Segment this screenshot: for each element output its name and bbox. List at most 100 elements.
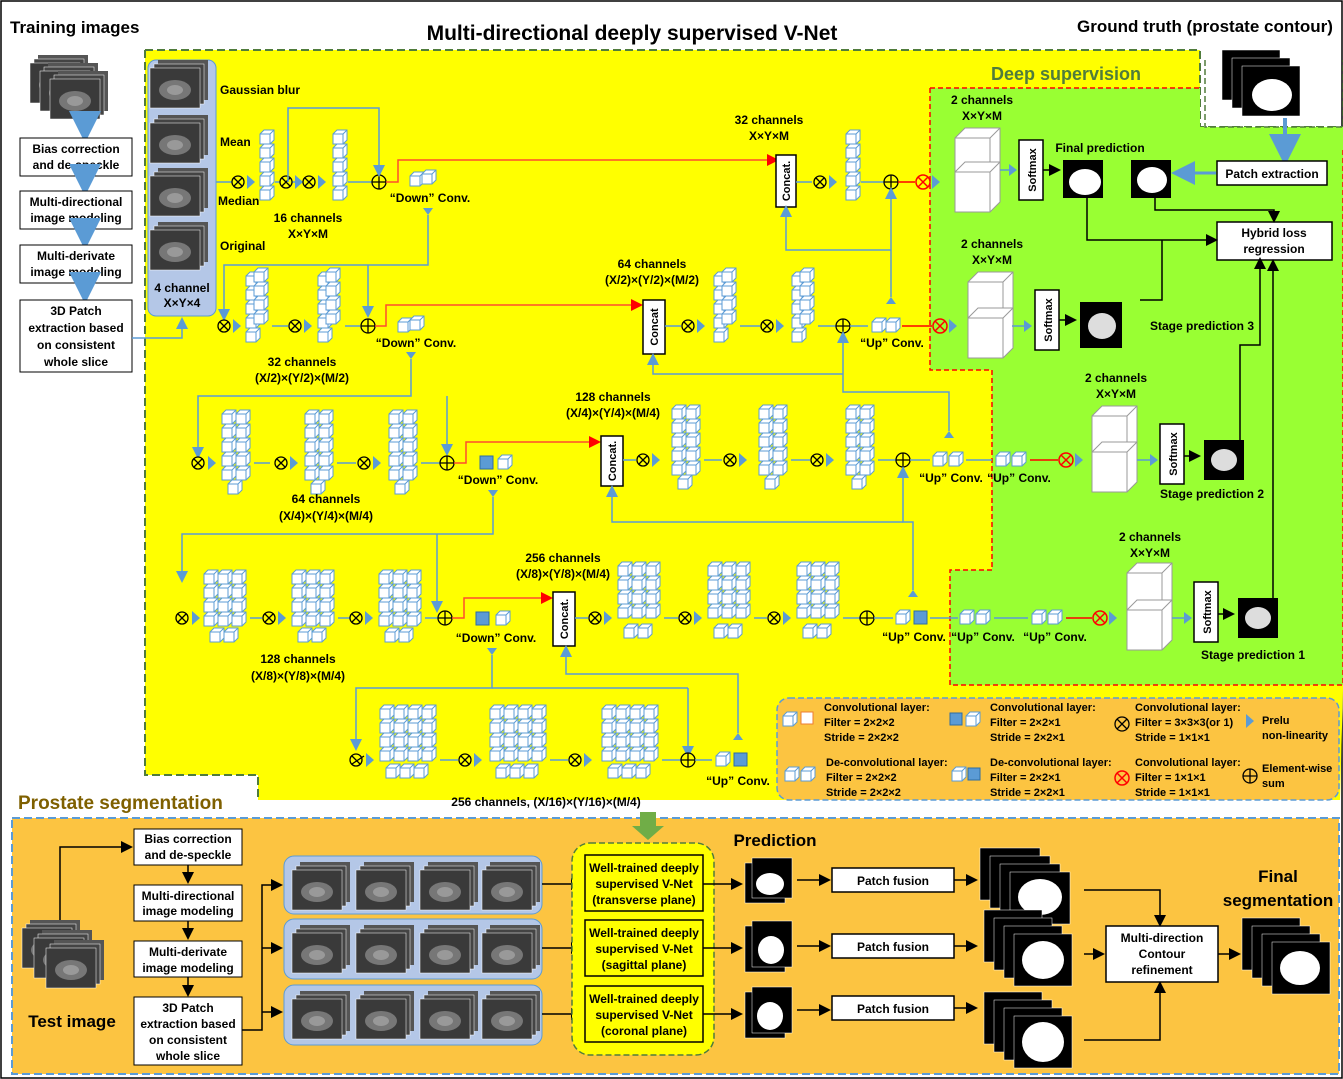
svg-text:X×Y×M: X×Y×M [962,109,1002,123]
diagram-title: Multi-directional deeply supervised V-Ne… [427,22,838,45]
svg-text:and de-speckle: and de-speckle [145,848,232,862]
svg-text:Patch fusion: Patch fusion [857,874,929,888]
svg-text:64 channels: 64 channels [292,492,361,506]
svg-text:Concat.: Concat. [781,161,793,201]
svg-text:image modeling: image modeling [30,265,121,279]
svg-text:Concat: Concat [649,308,661,346]
training-images-label: Training images [10,18,139,37]
svg-text:Element-wise: Element-wise [1262,763,1332,775]
svg-text:X×Y×M: X×Y×M [288,227,328,241]
svg-text:(X/4)×(Y/4)×(M/4): (X/4)×(Y/4)×(M/4) [566,406,660,420]
svg-text:“Down” Conv.: “Down” Conv. [390,191,470,205]
patch-extraction-label: Patch extraction [1225,167,1318,181]
svg-text:“Down” Conv.: “Down” Conv. [458,473,538,487]
svg-text:Well-trained deeply: Well-trained deeply [589,926,699,940]
svg-text:Stride = 1×1×1: Stride = 1×1×1 [1135,787,1210,799]
svg-text:Convolutional layer:: Convolutional layer: [1135,702,1241,714]
svg-text:X×Y×M: X×Y×M [749,129,789,143]
svg-text:Bias correction: Bias correction [32,142,119,156]
svg-text:whole slice: whole slice [155,1049,220,1063]
svg-text:Filter = 2×2×2: Filter = 2×2×2 [824,717,895,729]
svg-text:4 channel: 4 channel [154,281,209,295]
deep-supervision-label: Deep supervision [991,64,1141,84]
svg-text:Filter = 1×1×1: Filter = 1×1×1 [1135,772,1206,784]
svg-text:(X/4)×(Y/4)×(M/4): (X/4)×(Y/4)×(M/4) [279,509,373,523]
ground-truth-label: Ground truth (prostate contour) [1077,17,1333,36]
svg-text:Multi-directional: Multi-directional [30,195,123,209]
svg-text:32 channels: 32 channels [735,113,804,127]
svg-text:“Up” Conv.: “Up” Conv. [987,471,1051,485]
svg-text:3D Patch: 3D Patch [50,304,101,318]
transverse-images-panel [284,856,542,914]
svg-text:extraction based: extraction based [140,1017,235,1031]
final-segmentation-label-2: segmentation [1223,891,1334,910]
svg-text:supervised V-Net: supervised V-Net [595,1008,692,1022]
svg-text:supervised V-Net: supervised V-Net [595,942,692,956]
svg-text:Filter = 2×2×2: Filter = 2×2×2 [826,772,897,784]
svg-text:“Down” Conv.: “Down” Conv. [376,336,456,350]
svg-text:X×Y×M: X×Y×M [1130,546,1170,560]
svg-text:2 channels: 2 channels [951,93,1013,107]
svg-text:Convolutional layer:: Convolutional layer: [1135,757,1241,769]
svg-text:Convolutional layer:: Convolutional layer: [824,702,930,714]
svg-text:Stride = 2×2×1: Stride = 2×2×1 [990,787,1065,799]
svg-text:Softmax: Softmax [1027,147,1039,191]
trained-vnet-group: Well-trained deeply supervised V-Net (tr… [572,843,714,1055]
svg-text:256 channels: 256 channels [525,551,601,565]
svg-text:Stride = 2×2×1: Stride = 2×2×1 [990,732,1065,744]
fused-stacks [980,848,1072,1068]
svg-text:Multi-directional: Multi-directional [142,889,235,903]
svg-text:“Up” Conv.: “Up” Conv. [860,336,924,350]
svg-text:“Up” Conv.: “Up” Conv. [882,630,946,644]
svg-text:on consistent: on consistent [149,1033,227,1047]
svg-text:Softmax: Softmax [1168,431,1180,475]
svg-text:“Up” Conv.: “Up” Conv. [706,774,770,788]
svg-text:Stride = 1×1×1: Stride = 1×1×1 [1135,732,1210,744]
svg-text:Filter = 2×2×1: Filter = 2×2×1 [990,717,1061,729]
svg-text:Concat.: Concat. [559,599,571,639]
svg-text:Well-trained deeply: Well-trained deeply [589,992,699,1006]
legend: Convolutional layer: Filter = 2×2×2 Stri… [777,698,1339,800]
final-segmentation-label-1: Final [1258,867,1298,886]
svg-text:Patch fusion: Patch fusion [857,940,929,954]
svg-text:X×Y×4: X×Y×4 [164,296,201,310]
ground-truth-stack [1222,50,1300,116]
svg-text:Stage prediction 2: Stage prediction 2 [1160,487,1264,501]
svg-text:Multi-derivate: Multi-derivate [149,945,227,959]
svg-text:16 channels: 16 channels [274,211,343,225]
svg-text:(X/2)×(Y/2)×(M/2): (X/2)×(Y/2)×(M/2) [605,273,699,287]
median-label: Median [218,194,259,208]
svg-text:“Up” Conv.: “Up” Conv. [951,630,1015,644]
svg-text:2 channels: 2 channels [961,237,1023,251]
prostate-segmentation-label: Prostate segmentation [18,793,223,814]
svg-text:Stage prediction 3: Stage prediction 3 [1150,319,1254,333]
svg-text:“Up” Conv.: “Up” Conv. [919,471,983,485]
svg-text:32 channels: 32 channels [268,355,337,369]
svg-text:image modeling: image modeling [30,211,121,225]
svg-text:Softmax: Softmax [1043,297,1055,341]
svg-text:(sagittal plane): (sagittal plane) [602,958,687,972]
svg-text:extraction based: extraction based [28,321,123,335]
svg-text:3D Patch: 3D Patch [162,1001,213,1015]
prediction-label: Prediction [733,831,816,850]
training-images-stack [30,55,108,119]
svg-text:Multi-derivate: Multi-derivate [37,249,115,263]
svg-text:(X/2)×(Y/2)×(M/2): (X/2)×(Y/2)×(M/2) [255,371,349,385]
svg-text:Hybrid loss: Hybrid loss [1241,226,1307,240]
svg-text:Stride = 2×2×2: Stride = 2×2×2 [824,732,899,744]
svg-text:64 channels: 64 channels [618,257,687,271]
svg-text:supervised V-Net: supervised V-Net [595,877,692,891]
svg-text:Well-trained deeply: Well-trained deeply [589,861,699,875]
svg-text:2 channels: 2 channels [1085,371,1147,385]
svg-text:Softmax: Softmax [1202,589,1214,633]
gaussian-blur-label: Gaussian blur [220,83,300,97]
svg-text:and de-speckle: and de-speckle [33,158,120,172]
svg-text:Filter = 3×3×3(or 1): Filter = 3×3×3(or 1) [1135,717,1233,729]
svg-text:on consistent: on consistent [37,338,115,352]
svg-text:Contour: Contour [1139,947,1186,961]
svg-text:(X/8)×(Y/8)×(M/4): (X/8)×(Y/8)×(M/4) [251,669,345,683]
segmentation-pipeline: Bias correction and de-speckle Multi-dir… [134,829,242,1065]
svg-text:refinement: refinement [1131,963,1192,977]
mean-label: Mean [220,135,251,149]
